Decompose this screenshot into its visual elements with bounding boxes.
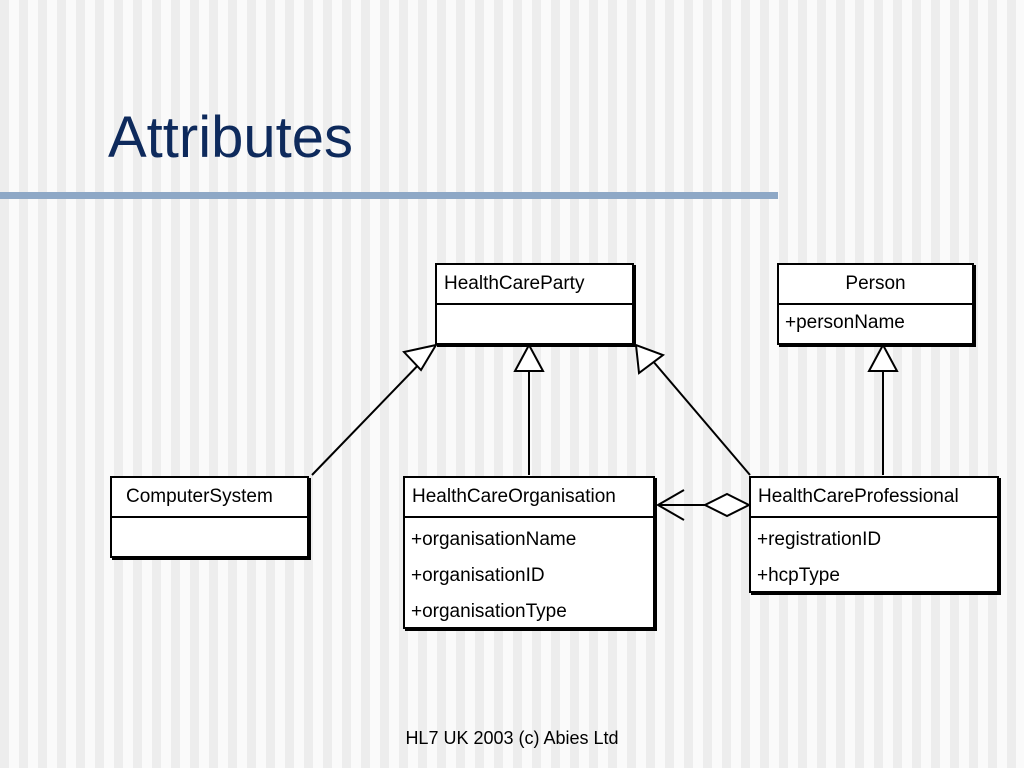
attribute: +registrationID	[757, 529, 882, 550]
attribute-compartment	[112, 518, 307, 522]
class-healthcareorganisation: HealthCareOrganisation +organisationName…	[403, 476, 655, 629]
generalization-professional-person	[867, 342, 899, 475]
generalization-professional-healthcareparty	[634, 343, 751, 476]
attribute-compartment: +personName	[779, 305, 972, 341]
slide-title: Attributes	[108, 105, 353, 170]
class-name: ComputerSystem	[112, 478, 307, 518]
generalization-computersystem-healthcareparty	[311, 343, 439, 476]
aggregation-professional-organisation	[655, 489, 752, 521]
class-computersystem: ComputerSystem	[110, 476, 309, 558]
attribute: +organisationType	[411, 601, 567, 622]
generalization-organisation-healthcareparty	[513, 342, 545, 475]
class-name: HealthCareOrganisation	[405, 478, 653, 518]
class-healthcareprofessional: HealthCareProfessional +registrationID +…	[749, 476, 999, 593]
title-divider	[0, 192, 778, 199]
class-name: HealthCareProfessional	[751, 478, 997, 518]
attribute-compartment: +organisationName +organisationID +organ…	[405, 518, 653, 630]
class-person: Person +personName	[777, 263, 974, 345]
attribute-compartment	[437, 305, 632, 309]
attribute: +hcpType	[757, 565, 840, 586]
class-healthcareparty: HealthCareParty	[435, 263, 634, 345]
attribute: +organisationName	[411, 529, 577, 550]
attribute: +organisationID	[411, 565, 545, 586]
class-name: HealthCareParty	[437, 265, 632, 305]
class-name: Person	[779, 265, 972, 305]
slide-footer: HL7 UK 2003 (c) Abies Ltd	[405, 728, 619, 748]
attribute: +personName	[785, 312, 905, 333]
attribute-compartment: +registrationID +hcpType	[751, 518, 997, 594]
